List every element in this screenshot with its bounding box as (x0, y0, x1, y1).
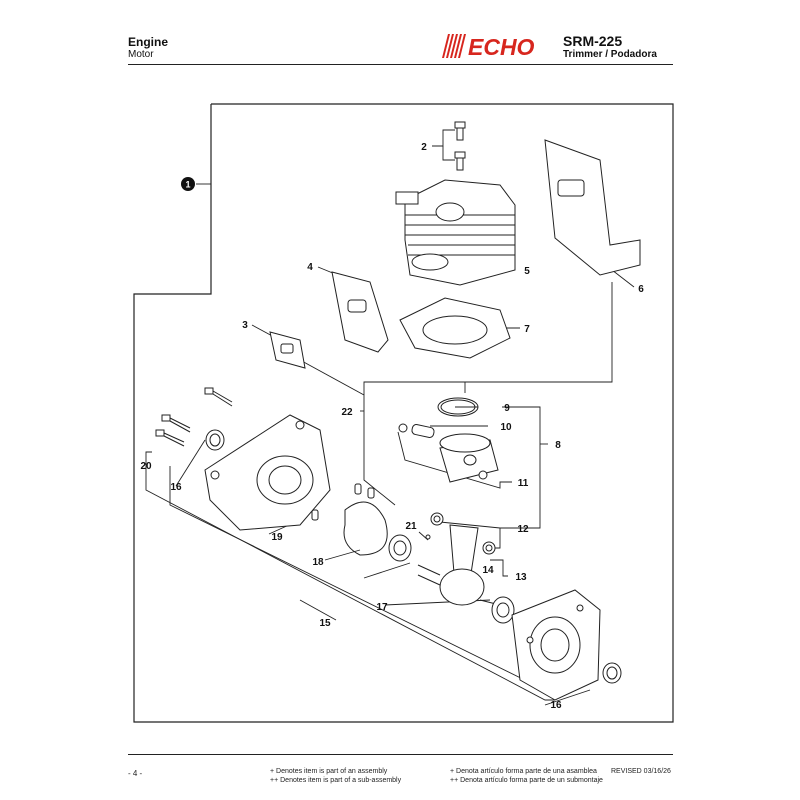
heat-shield (544, 139, 641, 276)
note-subassembly-en: ++ Denotes item is part of a sub-assembl… (270, 777, 402, 784)
crankshaft-assembly (417, 512, 501, 606)
callout-19: 19 (271, 532, 283, 543)
footer-notes-en: + Denotes item is part of an assembly ++… (270, 767, 401, 785)
callout-2: 2 (421, 142, 427, 153)
model-heading: SRM-225 Trimmer / Podadora (563, 33, 657, 61)
product-name: Trimmer / Podadora (563, 49, 657, 60)
section-heading: Engine Motor (128, 35, 168, 61)
callout-1: 1 (185, 180, 190, 190)
section-subtitle: Motor (128, 49, 154, 60)
cylinder-bolts (454, 121, 466, 171)
callout-22: 22 (341, 407, 353, 418)
cylinder (395, 179, 516, 286)
callout-4: 4 (307, 262, 313, 273)
callout-15: 15 (319, 618, 331, 629)
callout-6: 6 (638, 284, 644, 295)
model-name: SRM-225 (563, 33, 623, 49)
insulator-gasket (331, 271, 389, 353)
brand-wordmark: ECHO (468, 34, 535, 58)
dowel-pins (311, 483, 375, 521)
revision-date: REVISED 03/16/26 (611, 768, 671, 775)
callout-7: 7 (524, 324, 530, 335)
note-subassembly-es: ++ Denota artículo forma parte de un sub… (450, 777, 603, 784)
cylinder-gasket (399, 297, 511, 359)
callout-8: 8 (555, 440, 561, 451)
callout-3: 3 (242, 320, 248, 331)
crankcase-left (204, 414, 331, 531)
echo-logo: ECHO (442, 34, 535, 58)
crank-bearings (388, 534, 515, 624)
callout-11: 11 (518, 478, 529, 489)
footer-rule (128, 754, 673, 755)
oil-seal-left (205, 429, 225, 451)
callout-16-right: 16 (550, 700, 562, 711)
piston-assembly (398, 397, 499, 483)
callout-1-marker (181, 177, 195, 191)
callout-12: 12 (517, 524, 529, 535)
assembly-outline (133, 103, 674, 723)
callout-18: 18 (312, 557, 324, 568)
callout-16-left: 16 (170, 482, 182, 493)
callout-17: 17 (376, 602, 388, 613)
callout-10: 10 (500, 422, 512, 433)
page-number: - 4 - (128, 769, 143, 778)
callout-13: 13 (515, 572, 527, 583)
note-assembly-es: + Denota artículo forma parte de una asa… (450, 768, 597, 775)
crankcase-screws (155, 387, 233, 447)
crankcase-gasket (343, 501, 388, 556)
callout-20: 20 (140, 461, 152, 472)
callout-14: 14 (482, 565, 494, 576)
footer-notes-es: + Denota artículo forma parte de una asa… (450, 767, 603, 785)
section-title: Engine (128, 35, 169, 49)
note-assembly-en: + Denotes item is part of an assembly (270, 768, 388, 775)
header-rule (128, 64, 673, 65)
intake-gasket (269, 331, 306, 369)
leader-lines (145, 129, 635, 706)
callout-9: 9 (504, 403, 510, 414)
callout-21: 21 (405, 521, 417, 532)
callout-5: 5 (524, 266, 530, 277)
crankcase-right (511, 589, 601, 701)
oil-seal-right (602, 662, 622, 684)
